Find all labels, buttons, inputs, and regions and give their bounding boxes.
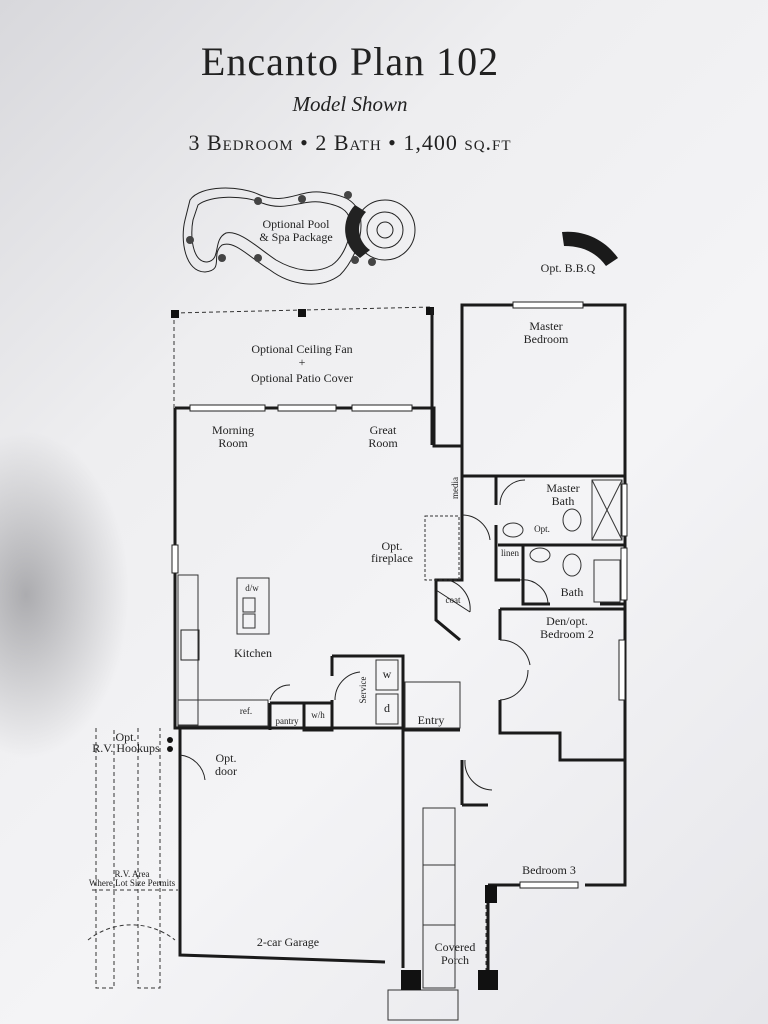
fridge-label: ref. bbox=[240, 706, 252, 716]
den-label-2: Bedroom 2 bbox=[540, 627, 594, 641]
garage-label: 2-car Garage bbox=[257, 935, 319, 949]
bbq-label: Opt. B.B.Q bbox=[541, 261, 596, 275]
rv-area bbox=[87, 728, 178, 989]
media-label: media bbox=[450, 477, 460, 499]
bbq-shape bbox=[562, 231, 618, 266]
plan-title: Encanto Plan 102 bbox=[200, 39, 500, 84]
pool-drawing bbox=[182, 187, 416, 285]
patio-cover-label: Optional Patio Cover bbox=[251, 371, 353, 385]
windows bbox=[171, 301, 628, 889]
washer-label: w bbox=[383, 667, 392, 681]
service-label: Service bbox=[358, 677, 368, 704]
plan-specs-text: 3 Bedroom • 2 Bath • 1,400 sq.ft bbox=[188, 130, 512, 155]
kitchen-label: Kitchen bbox=[234, 646, 272, 660]
opt-tub-label: Opt. bbox=[534, 524, 550, 534]
bath-label: Bath bbox=[561, 585, 584, 599]
master-bedroom-label-2: Bedroom bbox=[524, 332, 569, 346]
den-label-1: Den/opt. bbox=[546, 614, 588, 628]
patio-fan-label: Optional Ceiling Fan bbox=[251, 342, 352, 356]
fireplace-label-1: Opt. bbox=[382, 539, 403, 553]
door-swings bbox=[179, 479, 549, 791]
dryer-label: d bbox=[384, 701, 390, 715]
porch-walkway bbox=[387, 807, 498, 1021]
water-heater-label: w/h bbox=[311, 710, 325, 720]
kitchen-counters bbox=[177, 574, 461, 729]
bedroom3-label: Bedroom 3 bbox=[522, 863, 576, 877]
opt-door-label-2: door bbox=[215, 764, 237, 778]
pantry-label: pantry bbox=[276, 716, 299, 726]
master-bath-label-2: Bath bbox=[552, 494, 575, 508]
bath-fixtures bbox=[375, 479, 623, 725]
fireplace-label-2: fireplace bbox=[371, 551, 413, 565]
patio-outline bbox=[171, 306, 434, 408]
pool-label-1: Optional Pool bbox=[262, 217, 330, 231]
pool-label-2: & Spa Package bbox=[259, 230, 332, 244]
coat-label: coat bbox=[446, 595, 461, 605]
paper-shadow bbox=[0, 430, 130, 760]
master-bath-label-1: Master bbox=[546, 481, 579, 495]
linen-label: linen bbox=[501, 548, 519, 558]
great-room-label-1: Great bbox=[370, 423, 397, 437]
rv-hookups-label-1: Opt. bbox=[116, 730, 137, 744]
rv-area-label-1: R.V. Area bbox=[114, 869, 149, 879]
porch-label-1: Covered bbox=[435, 940, 476, 954]
walls bbox=[173, 303, 627, 990]
morning-room-label-1: Morning bbox=[212, 423, 254, 437]
entry-label: Entry bbox=[418, 713, 445, 727]
plan-subtitle: Model Shown bbox=[292, 92, 408, 116]
ceiling-fan-icon: + bbox=[299, 355, 306, 369]
great-room-label-2: Room bbox=[368, 436, 398, 450]
opt-door-label-1: Opt. bbox=[216, 751, 237, 765]
rv-area-label-2: Where Lot Size Permits bbox=[89, 878, 176, 888]
plan-specs: 3 Bedroom • 2 Bath • 1,400 sq.ft bbox=[0, 130, 700, 156]
master-bedroom-label-1: Master bbox=[529, 319, 562, 333]
rv-hookups-label-2: R.V. Hookups bbox=[92, 741, 160, 755]
dishwasher-label: d/w bbox=[245, 583, 259, 593]
porch-label-2: Porch bbox=[441, 953, 469, 967]
morning-room-label-2: Room bbox=[218, 436, 248, 450]
